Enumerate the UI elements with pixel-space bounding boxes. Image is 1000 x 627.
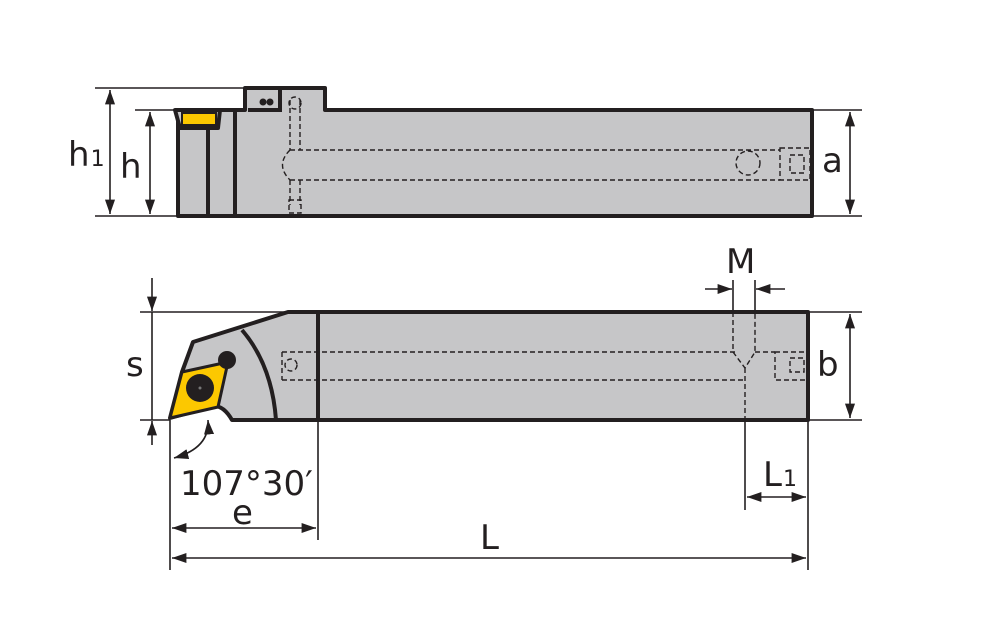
rear-plug-top bbox=[774, 351, 809, 381]
clamp-screw-top bbox=[218, 351, 236, 369]
label-angle: 107°30′ bbox=[180, 464, 313, 504]
rear-plug-inner-top bbox=[789, 357, 805, 373]
coolant-port bbox=[288, 96, 302, 110]
label-s: s bbox=[126, 345, 144, 385]
side-view: h1 h a bbox=[68, 86, 862, 218]
clamp-screw bbox=[259, 98, 267, 106]
label-M: M bbox=[726, 242, 755, 282]
coolant-channel bbox=[281, 149, 780, 181]
angle-arc bbox=[173, 419, 215, 459]
label-h1: h1 bbox=[68, 135, 105, 175]
top-view: s b M L1 107°30′ e L bbox=[126, 242, 862, 570]
insert-side bbox=[181, 112, 217, 126]
holder-shank-side bbox=[176, 86, 814, 218]
coolant-plug bbox=[288, 199, 302, 214]
coolant-port-top bbox=[284, 358, 298, 372]
label-a: a bbox=[822, 141, 843, 181]
head-contour bbox=[240, 328, 278, 421]
coolant-channel-top bbox=[281, 351, 775, 381]
clamp-outline bbox=[248, 90, 282, 112]
label-e: e bbox=[232, 493, 253, 533]
insert-center bbox=[198, 386, 202, 390]
label-b: b bbox=[817, 345, 839, 385]
channel-end bbox=[735, 150, 761, 176]
label-L1: L1 bbox=[763, 455, 797, 495]
clamp-screw bbox=[266, 98, 274, 106]
label-L: L bbox=[480, 518, 499, 558]
label-h: h bbox=[120, 147, 142, 187]
rear-plug bbox=[779, 147, 811, 181]
holder-shank-top bbox=[316, 310, 810, 422]
coolant-bore-vertical bbox=[289, 100, 301, 205]
